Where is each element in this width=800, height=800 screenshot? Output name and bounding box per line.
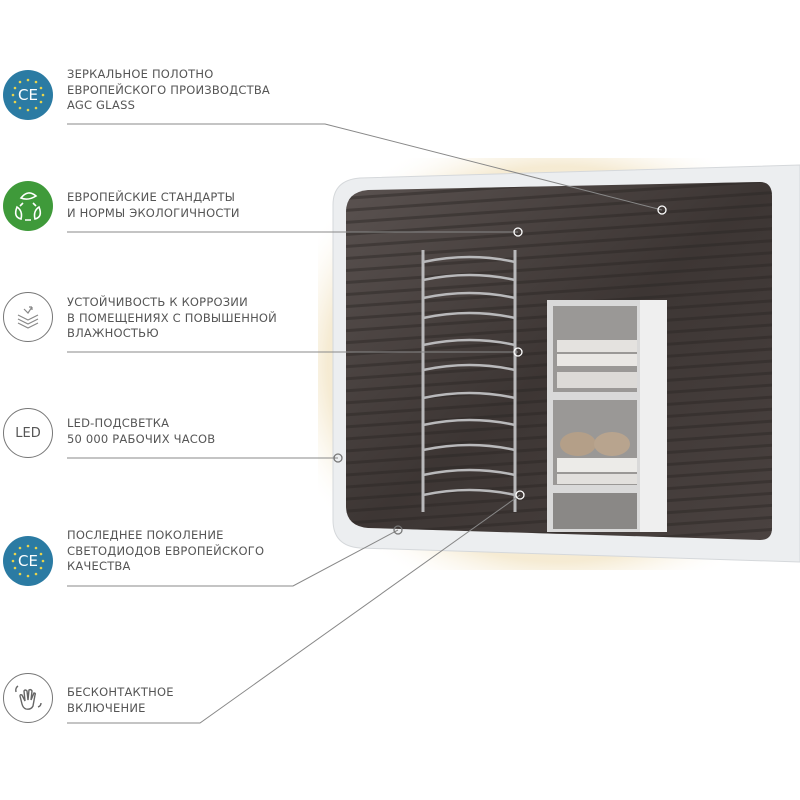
feature-text-line: УСТОЙЧИВОСТЬ К КОРРОЗИИ xyxy=(67,295,248,309)
feature-text-line: ВЛАЖНОСТЬЮ xyxy=(67,326,159,340)
hand-wave-sensor-icon xyxy=(3,673,53,723)
leader-lines xyxy=(67,123,663,724)
feature-text-line: ЕВРОПЕЙСКИЕ СТАНДАРТЫ xyxy=(67,190,236,204)
feature-text-line: ЗЕРКАЛЬНОЕ ПОЛОТНО xyxy=(67,67,214,81)
feature-text-line: 50 000 РАБОЧИХ ЧАСОВ xyxy=(67,431,216,446)
feature-european-leds: ПОСЛЕДНЕЕ ПОКОЛЕНИЕ СВЕТОДИОДОВ ЕВРОПЕЙС… xyxy=(67,528,264,575)
reflected-towel-rail xyxy=(421,250,517,512)
feature-led-backlight: LED-ПОДСВЕТКА 50 000 РАБОЧИХ ЧАСОВ xyxy=(67,416,215,447)
reflected-shelf xyxy=(547,300,667,532)
feature-text-line: ПОСЛЕДНЕЕ ПОКОЛЕНИЕ xyxy=(67,528,224,542)
ce-mark-icon: CE xyxy=(3,70,53,120)
led-icon-label: LED xyxy=(15,425,41,441)
feature-text-line: ВКЛЮЧЕНИЕ xyxy=(67,700,146,715)
callout-dots xyxy=(333,205,667,535)
feature-text-line: КАЧЕСТВА xyxy=(67,559,131,573)
feature-text-line: СВЕТОДИОДОВ ЕВРОПЕЙСКОГО xyxy=(67,543,265,558)
feature-text-line: И НОРМЫ ЭКОЛОГИЧНОСТИ xyxy=(67,205,240,220)
ce-mark-icon: CE xyxy=(3,536,53,586)
feature-text-line: ЕВРОПЕЙСКОГО ПРОИЗВОДСТВА xyxy=(67,82,270,97)
eco-leaves-recycle-icon xyxy=(3,181,53,231)
feature-text-line: В ПОМЕЩЕНИЯХ С ПОВЫШЕННОЙ xyxy=(67,310,277,325)
feature-touchless-switch: БЕСКОНТАКТНОЕ ВКЛЮЧЕНИЕ xyxy=(67,685,174,716)
moisture-layers-icon xyxy=(3,292,53,342)
feature-eco-standards: ЕВРОПЕЙСКИЕ СТАНДАРТЫ И НОРМЫ ЭКОЛОГИЧНО… xyxy=(67,190,240,221)
feature-corrosion-resistance: УСТОЙЧИВОСТЬ К КОРРОЗИИ В ПОМЕЩЕНИЯХ С П… xyxy=(67,295,277,342)
svg-text:CE: CE xyxy=(18,552,38,570)
feature-text-line: БЕСКОНТАКТНОЕ xyxy=(67,685,174,699)
feature-text-line: LED-ПОДСВЕТКА xyxy=(67,416,170,430)
feature-text-line: AGC GLASS xyxy=(67,98,136,112)
led-icon: LED xyxy=(3,408,53,458)
feature-agc-glass: ЗЕРКАЛЬНОЕ ПОЛОТНО ЕВРОПЕЙСКОГО ПРОИЗВОД… xyxy=(67,67,270,114)
svg-text:CE: CE xyxy=(18,86,38,104)
